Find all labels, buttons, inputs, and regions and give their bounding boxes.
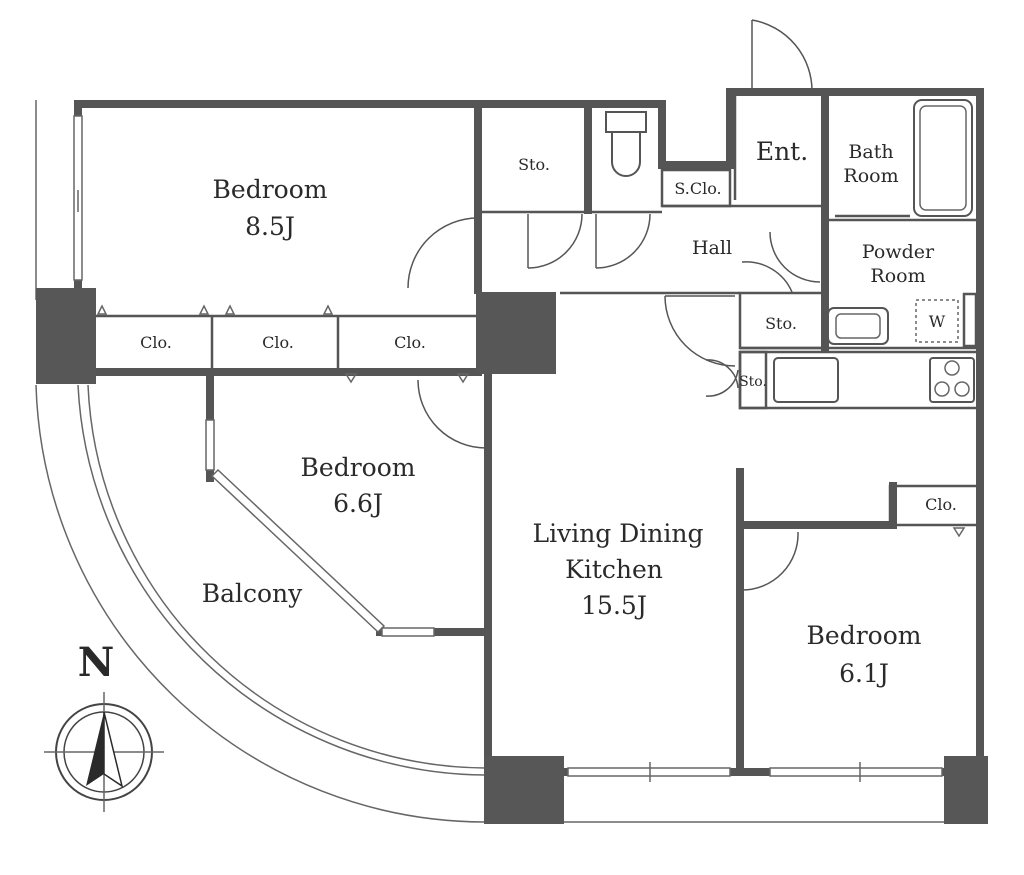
washer-label: W (929, 312, 946, 331)
balcony-label: Balcony (202, 579, 303, 608)
compass-north-label: N (78, 639, 115, 686)
kitchen-sink (773, 357, 839, 403)
storage-top-label: Sto. (518, 155, 550, 174)
ldk-size: 15.5J (581, 591, 647, 620)
closet-1-label: Clo. (140, 333, 172, 352)
bedroom-66-name: Bedroom (301, 453, 416, 482)
washbasin (827, 307, 889, 345)
toilet (605, 111, 647, 177)
bedroom-85-name: Bedroom (213, 175, 328, 204)
powder-label-line2: Room (870, 265, 925, 287)
bedroom-85-size: 8.5J (245, 212, 295, 241)
ldk-name-line2: Kitchen (565, 555, 663, 584)
bedroom-66-size: 6.6J (333, 489, 383, 518)
ldk-name-line1: Living Dining (532, 519, 703, 548)
bath-label-line1: Bath (848, 141, 893, 163)
hall-label: Hall (692, 237, 732, 259)
compass-needle-icon (86, 712, 104, 786)
balcony-outline (35, 100, 980, 823)
storage-mid-label: Sto. (765, 314, 797, 333)
bathtub (835, 99, 973, 218)
storage-small-label: Sto. (739, 374, 767, 390)
north-compass (44, 692, 164, 812)
doors (96, 19, 966, 591)
stove-burners (929, 357, 975, 403)
bedroom-61-size: 6.1J (839, 659, 889, 688)
closet-2-label: Clo. (262, 333, 294, 352)
windows (73, 115, 943, 782)
shoe-closet-label: S.Clo. (674, 179, 721, 198)
bedroom-61-name: Bedroom (807, 621, 922, 650)
washer-space (915, 292, 978, 348)
powder-label-line1: Powder (862, 241, 935, 263)
closet-3-label: Clo. (394, 333, 426, 352)
structural-pillars (36, 288, 988, 824)
bath-label-line2: Room (843, 165, 898, 187)
closet-4-label: Clo. (925, 495, 957, 514)
entrance-label: Ent. (756, 137, 808, 166)
